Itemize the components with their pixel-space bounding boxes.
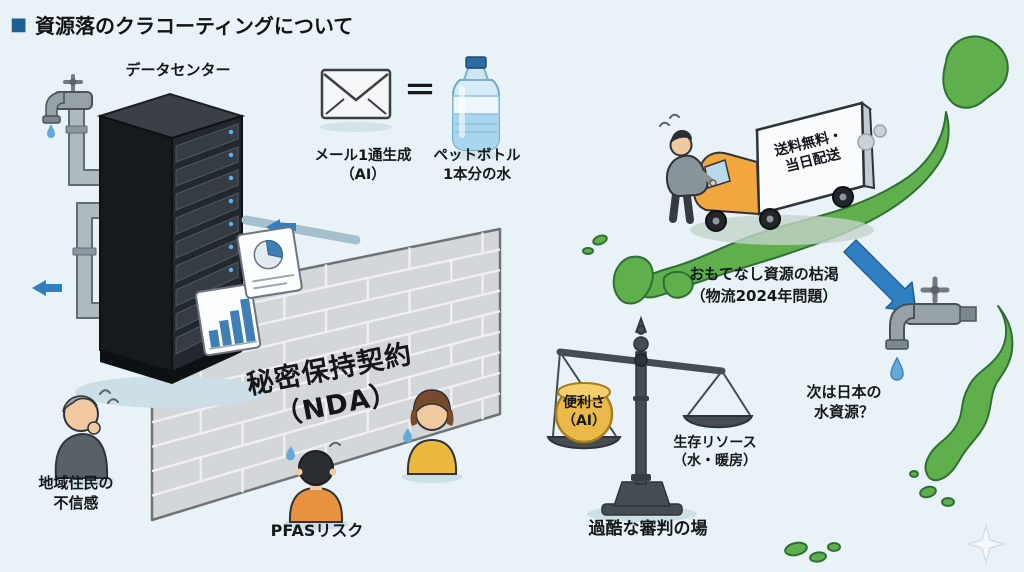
envelope-icon [320, 68, 392, 132]
islands [784, 541, 841, 563]
residents-label: 地域住民の 不信感 [38, 474, 114, 512]
pfas-label: PFASリスク [270, 521, 364, 540]
worried-woman [402, 389, 462, 483]
omotenashi-caption: おもてなし資源の枯渇 （物流2024年問題） [689, 265, 839, 305]
gold-coins [554, 382, 614, 444]
tired-worker [659, 113, 717, 224]
water-caption: 次は日本の 水資源？ [806, 383, 882, 421]
water-bottle-icon [450, 56, 502, 160]
pipe-faucet-icon [42, 74, 93, 138]
delivery-truck-icon [690, 100, 887, 245]
water-faucet-icon [885, 276, 977, 350]
japan-map-north [582, 35, 1009, 305]
water-drop-icon [890, 356, 904, 381]
bottle-label: ペットボトル 1本分の水 [433, 148, 521, 184]
dashboard-cards [194, 226, 303, 357]
balance-scale [546, 315, 754, 522]
judgment-caption: 過酷な審判の場 [588, 519, 708, 539]
convenience-label: 便利さ （AI） [561, 395, 607, 430]
flow-pipe [241, 215, 361, 245]
equals-sign: ＝ [403, 71, 436, 109]
title-bullet-icon: ■ [10, 13, 28, 35]
pfas-person [284, 441, 348, 530]
datacenter-label: データセンター [125, 61, 231, 79]
japan-map-south [909, 305, 1014, 507]
survival-label: 生存リソース （水・暖房） [673, 435, 757, 470]
page-title: ■ 資源落のクラコーティングについて [10, 10, 353, 39]
title-text: 資源落のクラコーティングについて [35, 14, 354, 38]
sparkle-icon [965, 523, 1007, 565]
flow-arrow-icon-2 [32, 280, 62, 296]
resident-person [50, 389, 119, 487]
email-label: メール1通生成 （AI） [314, 148, 412, 184]
